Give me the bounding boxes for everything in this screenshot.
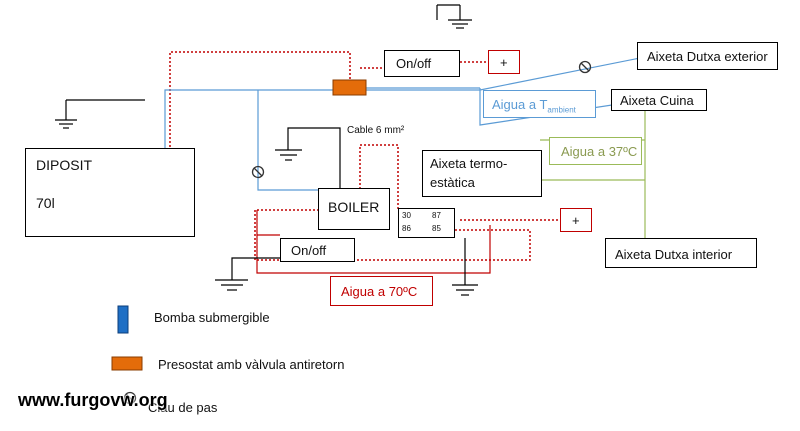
ambient-water-text: Aigua a T xyxy=(492,97,548,112)
ground-wires xyxy=(55,99,478,296)
water-tank: DIPOSIT 70l xyxy=(25,148,195,237)
on-off-switch-top: On/off xyxy=(384,50,460,77)
water-70-label-box: Aigua a 70ºC xyxy=(330,276,433,306)
legend-pressure-swatch xyxy=(111,356,143,371)
switch-bottom-label: On/off xyxy=(291,243,327,258)
ambient-water-label: Aigua a Tambient xyxy=(492,97,576,115)
tank-volume: 70l xyxy=(36,195,55,211)
relay-pin-86: 86 xyxy=(402,224,411,233)
relay-pin-30: 30 xyxy=(402,211,411,220)
outdoor-shower-tap: Aixeta Dutxa exterior xyxy=(637,42,778,70)
water-70-label: Aigua a 70ºC xyxy=(341,284,418,299)
relay-pin-85: 85 xyxy=(432,224,441,233)
shutoff-valve-icon-legend xyxy=(123,391,137,405)
mixed-water-pipes xyxy=(540,110,646,240)
relay: 30 87 86 85 xyxy=(398,208,455,238)
hot-water-pipes xyxy=(256,210,491,274)
indoor-shower-tap: Aixeta Dutxa interior xyxy=(605,238,757,268)
cable-label: Cable 6 mm² xyxy=(347,125,405,136)
boiler-label: BOILER xyxy=(328,199,380,215)
ambient-water-label-box: Aigua a Tambient xyxy=(483,90,596,118)
legend-pump-text: Bomba submergible xyxy=(154,310,270,325)
on-off-switch-bottom: On/off xyxy=(280,238,355,262)
indoor-shower-label: Aixeta Dutxa interior xyxy=(615,247,733,262)
plus-terminal-right: + xyxy=(560,208,592,232)
thermostatic-tap-line2: estàtica xyxy=(430,175,475,190)
relay-pin-87: 87 xyxy=(432,211,441,220)
water-37-label-box: Aigua a 37ºC xyxy=(549,137,642,165)
kitchen-tap: Aixeta Cuina xyxy=(611,89,707,111)
legend-pump-swatch xyxy=(117,305,129,334)
plus-terminal-top: + xyxy=(488,50,520,74)
plus-top-label: + xyxy=(500,55,508,70)
boiler: BOILER xyxy=(318,188,390,230)
cold-water-pipes xyxy=(164,57,646,195)
ground-symbol-top xyxy=(436,4,472,29)
plus-right-label: + xyxy=(572,213,580,228)
thermostatic-tap-line1: Aixeta termo- xyxy=(430,156,508,171)
legend-pressure-text: Presostat amb vàlvula antiretorn xyxy=(158,357,345,372)
water-37-label: Aigua a 37ºC xyxy=(561,144,638,159)
shutoff-valve-icon-outdoor xyxy=(578,60,592,74)
thermostatic-tap: Aixeta termo- estàtica xyxy=(422,150,542,197)
outdoor-shower-label: Aixeta Dutxa exterior xyxy=(647,49,768,64)
legend-valve-text: Clau de pas xyxy=(148,400,218,415)
shutoff-valve-icon xyxy=(251,165,265,179)
pressure-switch-icon xyxy=(332,79,367,96)
watermark: www.furgovw.org xyxy=(18,390,168,410)
ambient-subscript: ambient xyxy=(547,105,576,115)
kitchen-tap-label: Aixeta Cuina xyxy=(620,93,694,108)
red-dotted-wires xyxy=(169,51,560,261)
switch-top-label: On/off xyxy=(396,56,432,71)
tank-label: DIPOSIT xyxy=(36,157,93,173)
